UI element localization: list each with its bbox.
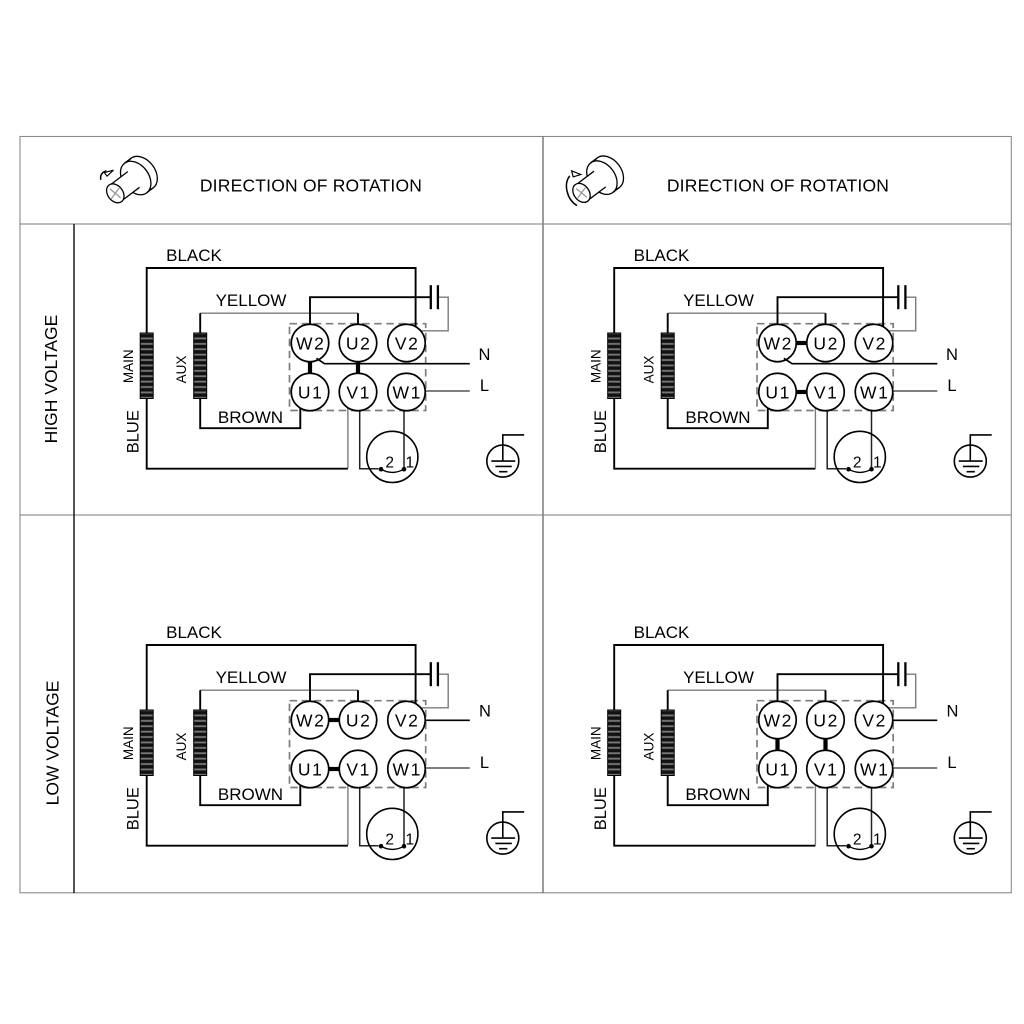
- svg-text:DIRECTION OF ROTATION: DIRECTION OF ROTATION: [200, 176, 422, 196]
- svg-text:LOW VOLTAGE: LOW VOLTAGE: [43, 681, 63, 806]
- svg-text:DIRECTION OF ROTATION: DIRECTION OF ROTATION: [667, 176, 889, 196]
- svg-text:HIGH VOLTAGE: HIGH VOLTAGE: [41, 315, 61, 444]
